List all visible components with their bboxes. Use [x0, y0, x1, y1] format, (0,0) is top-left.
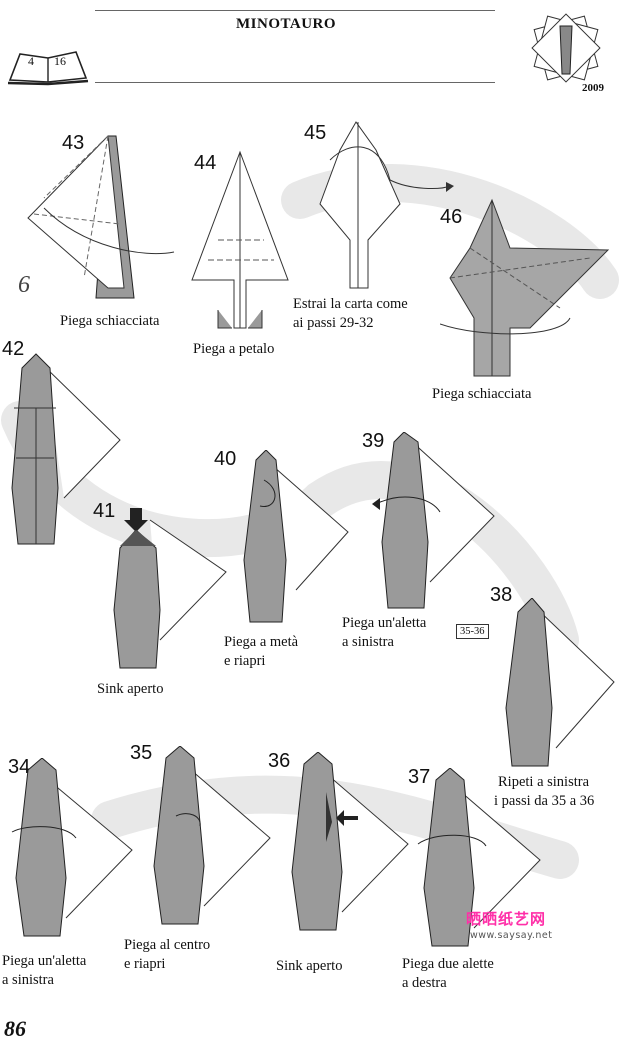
- step-38-diagram: [505, 598, 615, 767]
- watermark-brand: 晒晒纸艺网: [466, 910, 547, 928]
- origami-logo-icon: 2009: [520, 4, 615, 104]
- step-39-diagram: [372, 432, 495, 609]
- book-page-right: 16: [54, 54, 66, 68]
- step-number: 37: [408, 766, 431, 788]
- step-caption: e riapri: [124, 956, 166, 972]
- step-number: 46: [440, 206, 463, 228]
- repeat-steps-label: 35-36: [456, 624, 489, 639]
- step-caption: Piega a petalo: [193, 341, 275, 357]
- step-number: 35: [130, 742, 153, 764]
- step-42-diagram: [11, 353, 121, 545]
- step-caption: Piega a metà: [224, 634, 299, 650]
- step-caption: a sinistra: [2, 972, 54, 988]
- step-number: 44: [194, 152, 217, 174]
- page-title: MINOTAURO: [236, 16, 337, 32]
- step-caption: Ripeti a sinistra: [498, 774, 590, 790]
- step-37-diagram: [417, 768, 541, 947]
- step-caption: e riapri: [224, 653, 266, 669]
- step-caption: Piega un'aletta: [342, 615, 427, 631]
- step-caption: Piega schiacciata: [60, 313, 160, 329]
- step-34-diagram: [11, 758, 133, 937]
- step-caption: Sink aperto: [276, 958, 343, 974]
- book-page-left: 4: [28, 54, 34, 68]
- step-45-diagram: [319, 121, 454, 289]
- step-36-diagram: [291, 752, 409, 931]
- logo-year: 2009: [582, 82, 604, 94]
- step-number: 45: [304, 122, 327, 144]
- step-number: 42: [2, 338, 25, 360]
- page-number: 86: [4, 1016, 26, 1041]
- step-number: 43: [62, 132, 85, 154]
- step-caption: Estrai la carta come: [293, 296, 408, 312]
- step-number: 39: [362, 430, 385, 452]
- step-number: 40: [214, 448, 237, 470]
- step-41-diagram: [113, 508, 227, 669]
- step-caption: Piega un'aletta: [2, 953, 87, 969]
- step-caption: Sink aperto: [97, 681, 164, 697]
- curly-marker: 6: [18, 272, 30, 298]
- step-44-diagram: [191, 150, 289, 329]
- step-caption: Piega schiacciata: [432, 386, 532, 402]
- step-46-diagram: [440, 198, 610, 377]
- header-rule-top: [95, 10, 495, 11]
- step-number: 34: [8, 756, 31, 778]
- step-number: 41: [93, 500, 116, 522]
- book-icon: 4 16: [6, 46, 90, 86]
- step-caption: ai passi 29-32: [293, 315, 374, 331]
- header-rule-bottom: [95, 82, 495, 83]
- step-caption: i passi da 35 a 36: [494, 793, 595, 809]
- step-caption: Piega al centro: [124, 937, 211, 953]
- step-caption: Piega due alette: [402, 956, 494, 972]
- step-caption: a sinistra: [342, 634, 394, 650]
- watermark-url: www.saysay.net: [470, 930, 553, 941]
- step-number: 36: [268, 750, 291, 772]
- step-40-diagram: [243, 450, 349, 623]
- step-caption: a destra: [402, 975, 447, 991]
- step-35-diagram: [153, 746, 271, 925]
- step-43-diagram: [27, 135, 175, 299]
- step-number: 38: [490, 584, 513, 606]
